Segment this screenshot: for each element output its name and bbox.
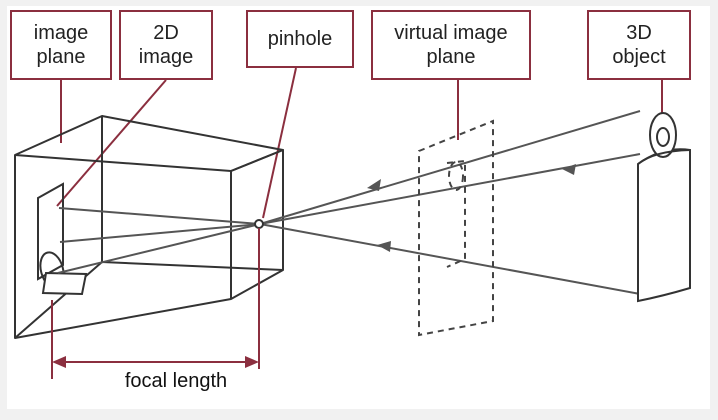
camera-back-face [14,115,103,339]
arrowhead-middle [562,164,576,175]
pinhole-label: pinhole [246,10,354,68]
pinhole-icon [254,219,264,229]
arrowhead-top [367,179,381,191]
arrowhead-bottom [377,241,391,252]
focal-length-label: focal length [76,369,276,393]
candle-rim [637,149,691,165]
virtual-image-plane-label: virtual image plane [371,10,531,80]
ray-bottom [259,223,641,295]
pinhole-marker [254,219,264,229]
virtual-image-plane [418,119,494,337]
inverted-image [37,182,88,296]
inverted-object-outline [41,271,88,296]
camera-box [14,115,284,339]
virtual-object-outline [446,159,466,268]
candle-flame-core-icon [656,127,670,147]
image-2d-leader [56,79,167,207]
leader-lines [56,67,663,219]
ray-arrows [367,164,576,252]
ray-image-top [58,207,261,225]
inverted-image-plane [37,182,64,281]
ray-top [259,110,641,225]
image-plane-label: image plane [10,10,112,80]
light-rays [57,110,641,295]
focal-length-left-arrow [52,356,66,368]
object-3d-label: 3D object [587,10,691,80]
virtual-flame-outline [448,161,464,191]
focal-length-dimension [51,228,260,379]
ray-middle [259,153,641,225]
camera-top-face [14,115,284,172]
virtual-plane-outline [418,119,494,337]
candle-flame-icon [649,112,677,158]
camera-rear-bottom-edge [101,261,284,271]
ray-image-middle [59,223,261,243]
candle-object [637,112,691,303]
ray-image-bottom [57,223,261,274]
pinhole-leader [262,67,297,219]
image-2d-label: 2D image [119,10,213,80]
focal-length-right-arrow [245,356,259,368]
camera-bottom-edge [14,298,232,339]
candle-body [637,148,691,303]
